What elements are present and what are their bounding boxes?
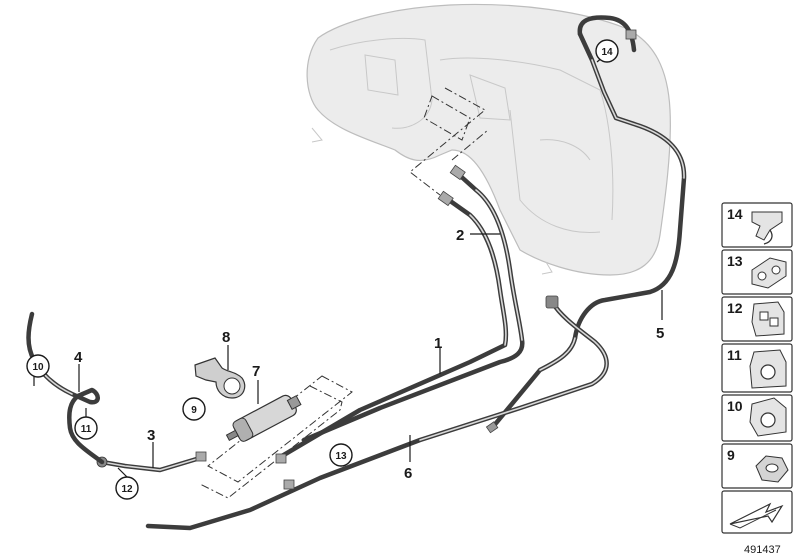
circled-label-12: 12 [115,476,139,500]
legend-tile-9: 9 [721,443,793,489]
circled-label-13: 13 [329,443,353,467]
label-5: 5 [656,325,664,342]
circled-label-14: 14 [595,39,619,63]
svg-text:10: 10 [32,362,44,373]
svg-text:11: 11 [727,347,742,363]
pipe-3 [96,451,207,473]
svg-text:13: 13 [727,253,743,269]
circled-label-9: 9 [182,397,206,421]
pipe-4 [26,311,105,465]
legend-tile-12: 12 [721,296,793,342]
pipe-5 [485,335,578,434]
svg-text:10: 10 [727,398,743,414]
svg-text:14: 14 [727,206,743,222]
filter-bracket [194,357,246,399]
svg-text:9: 9 [727,447,735,463]
pipe-2 [301,169,525,443]
legend-tile-11: 11 [721,343,793,393]
svg-text:12: 12 [727,300,743,316]
fuel-tank [306,3,671,276]
label-2: 2 [456,227,464,244]
pipe-6 [145,295,609,531]
parts-legend: 14 13 12 11 10 [721,202,793,534]
fuel-filter [225,394,302,442]
connectors [275,29,637,490]
label-7: 7 [252,363,260,380]
svg-text:12: 12 [121,484,133,495]
legend-tile-10: 10 [721,394,793,442]
label-8: 8 [222,329,230,346]
label-6: 6 [404,465,412,482]
label-4: 4 [74,349,83,366]
svg-text:9: 9 [191,405,197,416]
svg-text:11: 11 [81,424,92,435]
legend-tile-14: 14 [721,202,793,248]
svg-text:13: 13 [335,451,347,462]
svg-text:14: 14 [601,47,613,58]
label-1: 1 [434,335,442,352]
legend-tile-13: 13 [721,249,793,295]
circled-label-10: 10 [26,354,50,378]
pipe-1 [279,164,509,459]
circled-label-11: 11 [74,416,98,440]
direction-arrow-tile [721,490,793,534]
label-3: 3 [147,427,155,444]
document-number: 491437 [744,544,781,556]
